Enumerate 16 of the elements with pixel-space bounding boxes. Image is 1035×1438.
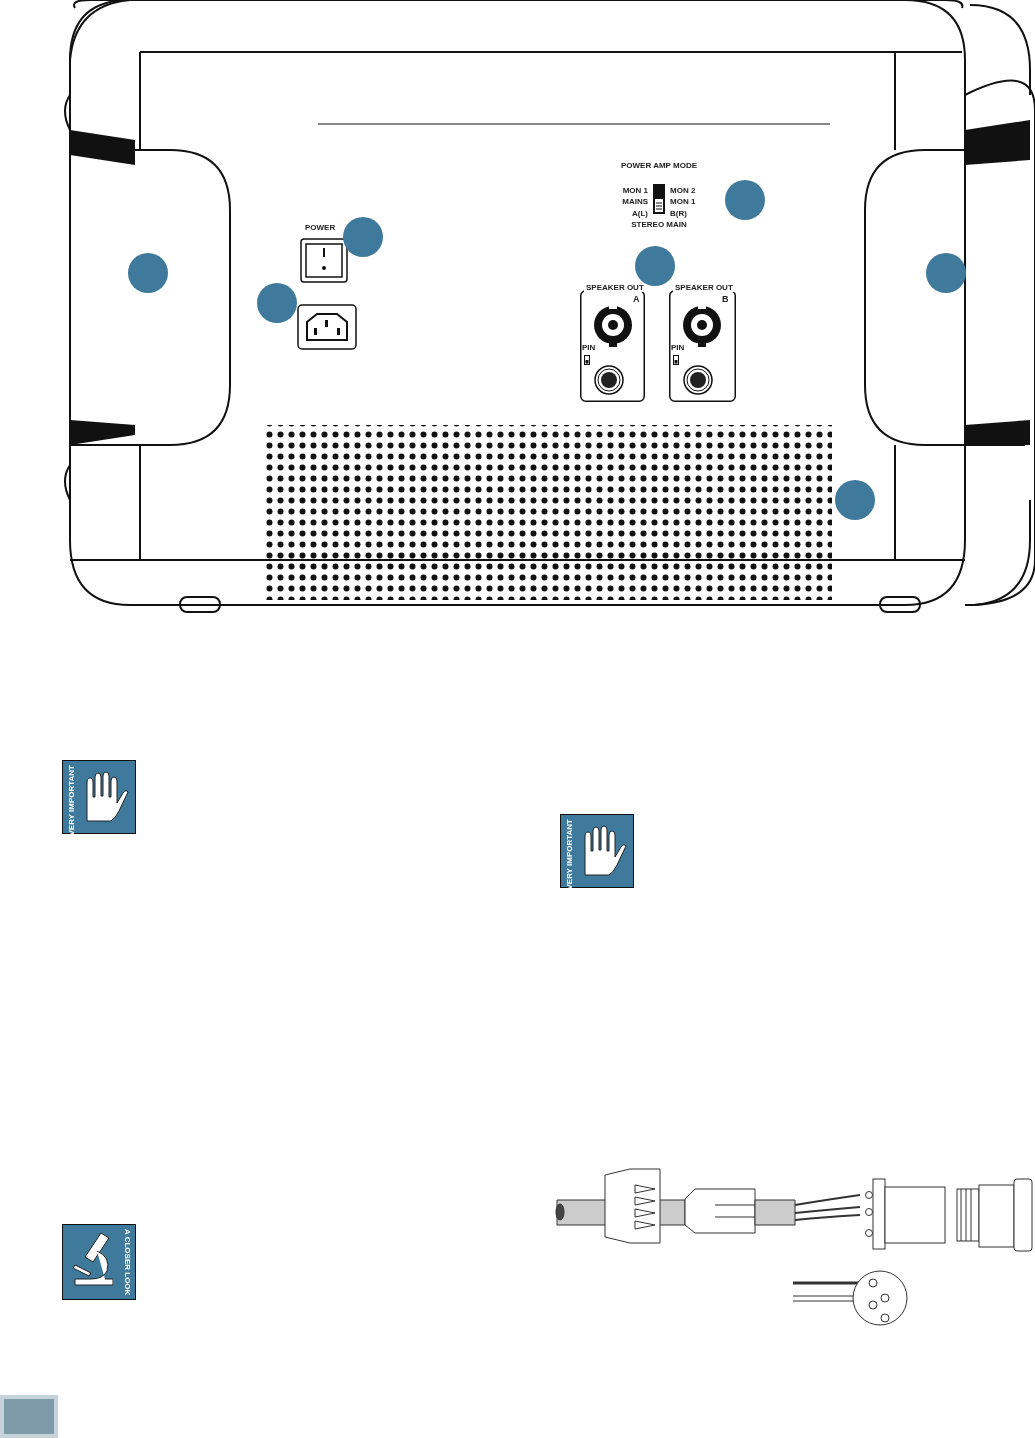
panel-label: MON 1 bbox=[670, 198, 696, 207]
panel-label: SPEAKER OUT bbox=[584, 284, 646, 293]
panel-label: PIN bbox=[671, 344, 685, 353]
panel-label: POWER bbox=[305, 224, 336, 233]
badge-label: A CLOSER LOOK bbox=[123, 1229, 132, 1296]
panel-label: MAINS bbox=[621, 198, 648, 207]
panel-label: B bbox=[722, 295, 729, 305]
panel-label: PIN bbox=[582, 344, 596, 353]
panel-label: POWER AMP MODE bbox=[620, 162, 698, 171]
panel-label: MON 1 bbox=[621, 187, 648, 196]
panel-label: A bbox=[633, 295, 640, 305]
panel-label: STEREO MAIN bbox=[630, 221, 688, 230]
panel-label: SPEAKER OUT bbox=[673, 284, 735, 293]
panel-label: B(R) bbox=[670, 210, 687, 219]
panel-label: A(L) bbox=[631, 210, 648, 219]
panel-label: MON 2 bbox=[670, 187, 696, 196]
